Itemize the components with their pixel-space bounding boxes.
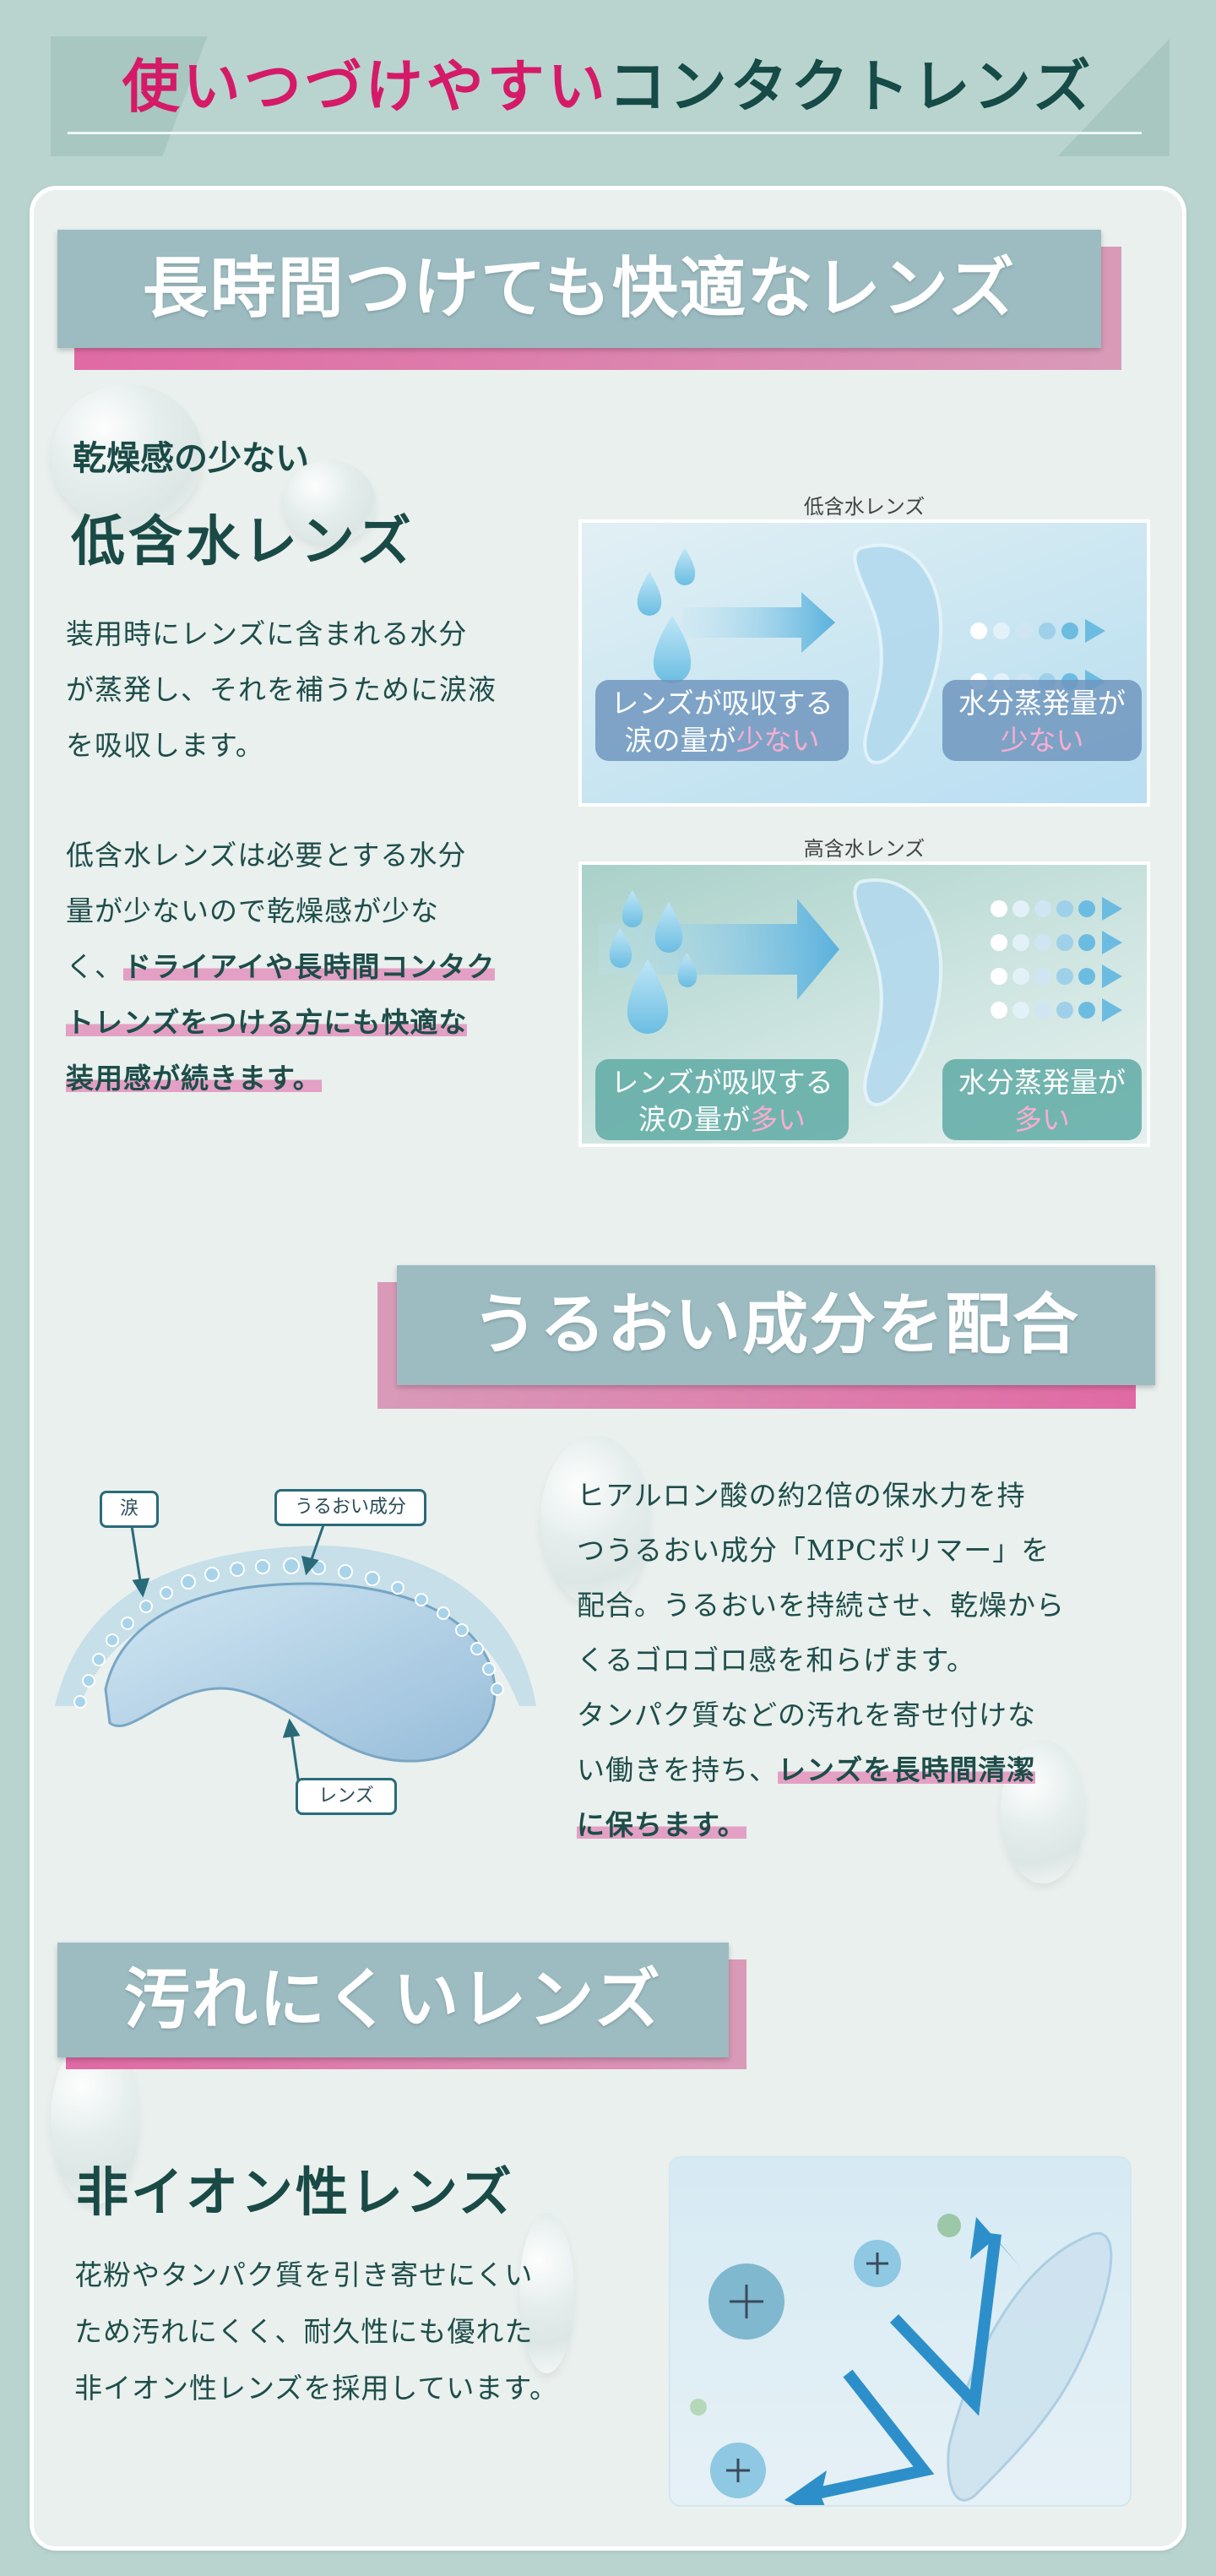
lens-illustration [853, 878, 943, 1106]
box-emphasis: 多い [750, 1103, 806, 1136]
box-text: 水分蒸発量が [958, 687, 1126, 720]
water-drop-icon [653, 616, 692, 683]
tear-layer [55, 1546, 536, 1706]
text-line: く、ドライアイや長時間コンタク [66, 939, 589, 995]
text-line: い働きを持ち、レンズを長時間清潔 [577, 1742, 1168, 1797]
text-line: を吸収します。 [66, 729, 264, 762]
water-drop-icon [627, 959, 669, 1034]
water-drop-icon [677, 953, 698, 987]
highlighted-text: ドライアイや長時間コンタク [123, 950, 496, 983]
section3-title: 汚れにくいレンズ [57, 1943, 729, 2057]
section1-subtitle-small: 乾燥感の少ない [73, 438, 309, 478]
section2-paragraph: ヒアルロン酸の約2倍の保水力を持 つうるおい成分「MPCポリマー」を 配合。うる… [577, 1468, 1168, 1852]
text-line: 装用時にレンズに含まれる水分 [66, 617, 468, 650]
water-drop-icon [622, 890, 643, 927]
evaporation-dots-icon [991, 897, 1122, 1022]
moisture-particles-icon [73, 1557, 504, 1709]
arrow-icon [683, 592, 835, 653]
diagram-high-graphic [599, 878, 1122, 1106]
box-text: 涙の量が [638, 1103, 750, 1136]
section2-title: うるおい成分を配合 [397, 1265, 1155, 1385]
box-emphasis: 多い [1014, 1103, 1070, 1136]
text-line: 量が少ないので乾燥感が少な [66, 894, 439, 927]
diagram-low-label: 低含水レンズ [803, 495, 926, 519]
section1-subtitle-large: 低含水レンズ [71, 510, 415, 573]
water-drop-decoration [540, 1436, 650, 1605]
title-teal-part: コンタクトレンズ [608, 53, 1094, 121]
section1-paragraph1: 装用時にレンズに含まれる水分 が蒸発し、それを補うために涙液 を吸収します。 [66, 606, 581, 774]
callout-lens: レンズ [296, 1778, 397, 1815]
box-emphasis: 少ない [736, 724, 820, 757]
text-line: 配合。うるおいを持続させ、乾燥から [577, 1589, 1065, 1622]
water-drop-icon [609, 928, 632, 968]
title-underline [68, 132, 1142, 134]
pollen-particle-icon [690, 2399, 707, 2416]
text-span: く、 [66, 950, 123, 983]
diagram-high-label: 高含水レンズ [803, 837, 926, 861]
diagram-low-graphic [637, 543, 1105, 764]
text-line: くるゴロゴロ感を和らげます。 [577, 1644, 976, 1677]
moisture-lens-diagram [55, 1519, 536, 1791]
water-drop-decoration [519, 2213, 574, 2373]
positive-ion-icon [854, 2240, 901, 2287]
evaporation-box: 水分蒸発量が多い [942, 1059, 1142, 1140]
bounce-arrow-icon [784, 2369, 935, 2505]
non-ionic-lens-diagram [669, 2156, 1132, 2507]
text-line: ヒアルロン酸の約2倍の保水力を持 [577, 1479, 1026, 1512]
pollen-particle-icon [937, 2214, 961, 2237]
water-drop-icon [637, 572, 662, 616]
bounce-arrow-icon [889, 2217, 1021, 2416]
section1-title: 長時間つけても快適なレンズ [57, 230, 1101, 348]
box-emphasis: 少ない [1000, 724, 1084, 757]
evaporation-box: 水分蒸発量が少ない [942, 680, 1142, 761]
page-title: 使いつづけやすいコンタクトレンズ [0, 49, 1216, 125]
box-text: レンズが吸収する [611, 1066, 833, 1099]
box-text: 涙の量が [624, 724, 736, 757]
box-text: レンズが吸収する [611, 687, 833, 720]
water-drop-decoration [51, 384, 203, 528]
lens-illustration [947, 2231, 1113, 2502]
box-text: 水分蒸発量が [958, 1066, 1126, 1099]
highlighted-text: レンズを長時間清潔 [778, 1753, 1036, 1786]
water-drop-icon [654, 902, 683, 953]
water-drop-decoration [283, 460, 376, 545]
callout-tears: 涙 [100, 1491, 159, 1528]
absorbed-tears-box: レンズが吸収する涙の量が少ない [595, 680, 849, 761]
water-drop-icon [674, 548, 696, 585]
text-line: 非イオン性レンズを採用しています。 [74, 2372, 559, 2405]
section1-paragraph2: 低含水レンズは必要とする水分 量が少ないので乾燥感が少な く、ドライアイや長時間… [66, 828, 589, 1106]
text-line: 花粉やタンパク質を引き寄せにくい [74, 2258, 534, 2291]
highlighted-text: 装用感が続きます。 [66, 1062, 322, 1095]
positive-ion-icon [710, 2443, 766, 2498]
lens-illustration [853, 543, 943, 764]
positive-ion-icon [708, 2264, 784, 2340]
section3-subtitle: 非イオン性レンズ [76, 2161, 514, 2223]
highlighted-text: に保ちます。 [577, 1808, 746, 1841]
text-line: 低含水レンズは必要とする水分 [66, 839, 467, 872]
lens-illustration [104, 1582, 497, 1763]
highlighted-text: トレンズをつける方にも快適な [66, 1006, 468, 1039]
title-pink-part: 使いつづけやすい [122, 53, 609, 121]
diagram-low-water-lens: レンズが吸収する涙の量が少ない 水分蒸発量が少ない [578, 519, 1150, 807]
text-line: つうるおい成分「MPCポリマー」を [577, 1534, 1050, 1567]
text-line: タンパク質などの汚れを寄せ付けな [577, 1698, 1036, 1731]
absorbed-tears-box: レンズが吸収する涙の量が多い [595, 1059, 849, 1140]
diagram-high-water-lens: レンズが吸収する涙の量が多い 水分蒸発量が多い [578, 861, 1150, 1147]
text-line: ため汚れにくく、耐久性にも優れた [74, 2315, 534, 2348]
section3-paragraph: 花粉やタンパク質を引き寄せにくい ため汚れにくく、耐久性にも優れた 非イオン性レ… [74, 2247, 665, 2416]
text-span: い働きを持ち、 [577, 1753, 778, 1786]
callout-moisture-ingredient: うるおい成分 [274, 1489, 426, 1526]
text-line: が蒸発し、それを補うために涙液 [66, 673, 497, 706]
